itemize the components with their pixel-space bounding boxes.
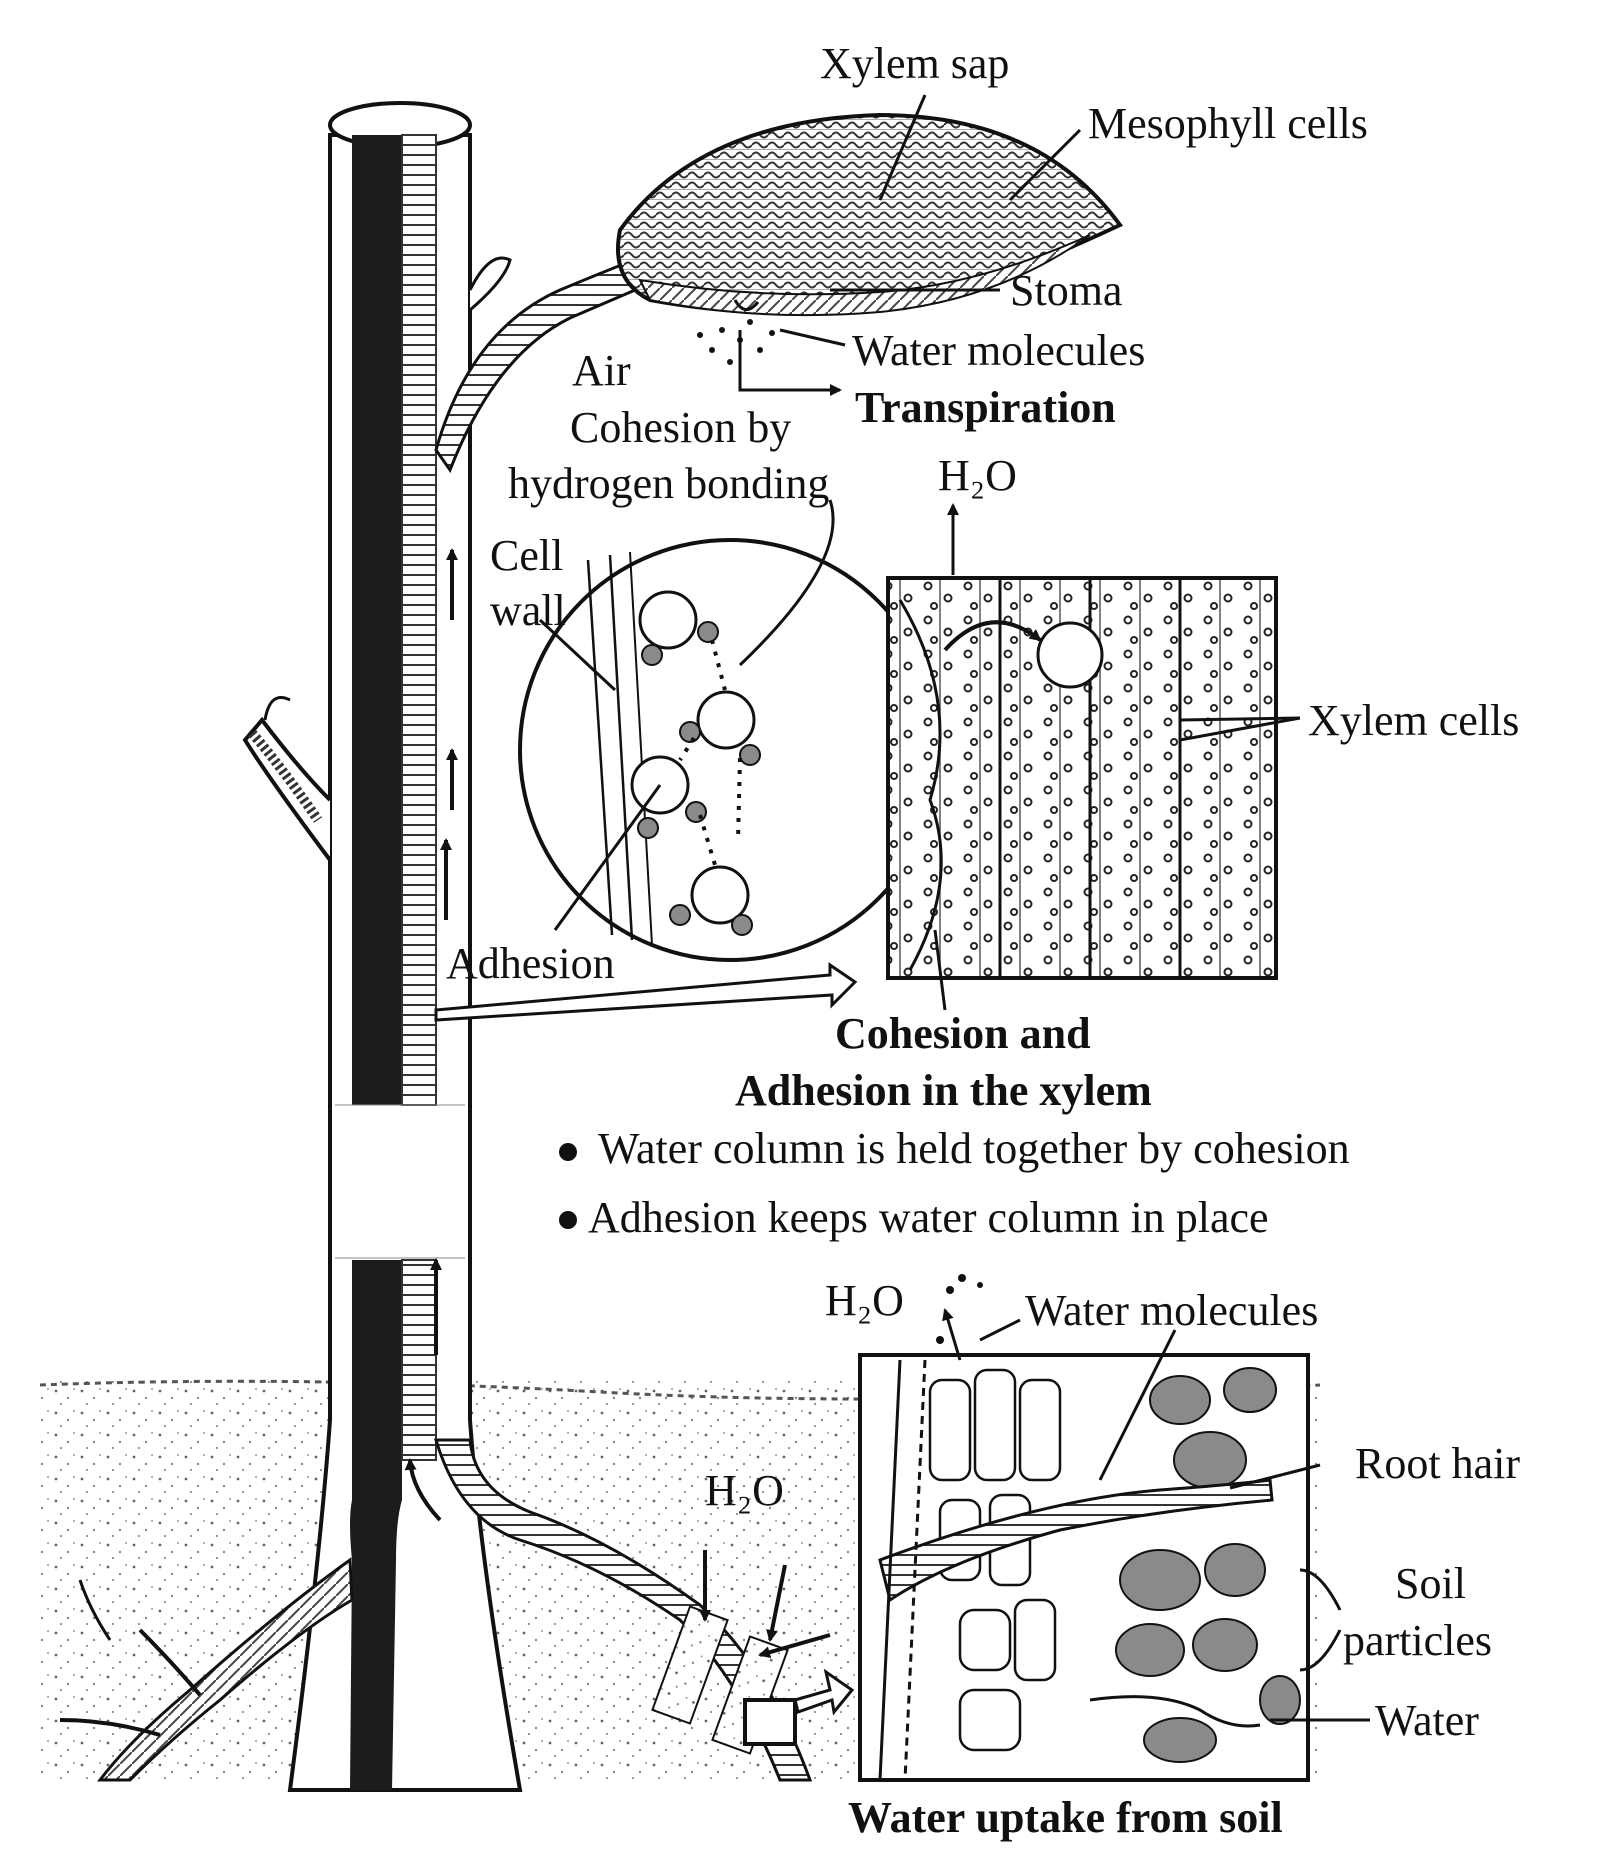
label-mesophyll-cells: Mesophyll cells: [1088, 99, 1368, 148]
xylem-core-lower: [350, 1260, 402, 1790]
label-water-molecules-top: Water molecules: [852, 326, 1145, 375]
water-molecules-leaf: [697, 319, 775, 365]
xylem-cells-box: [886, 576, 1278, 980]
label-hydrogen-bonding: hydrogen bonding: [508, 459, 829, 508]
leaf: [434, 112, 1124, 474]
label-water-molecules-bottom: Water molecules: [1025, 1286, 1318, 1335]
label-xylem-cells: Xylem cells: [1308, 696, 1519, 745]
root-inset-arrow: [793, 1668, 855, 1716]
label-adhesion-in-xylem: Adhesion in the xylem: [735, 1066, 1152, 1115]
bullet-text-2: Adhesion keeps water column in place: [588, 1193, 1269, 1242]
label-h2o-soil: H₂O: [705, 1466, 784, 1515]
label-stoma: Stoma: [1010, 266, 1122, 315]
magnify-arrow: [434, 962, 858, 1022]
xylem-core-upper: [352, 135, 402, 1105]
label-cohesion-and: Cohesion and: [835, 1009, 1091, 1058]
water-molecule: [669, 865, 753, 936]
label-wall: wall: [490, 586, 566, 635]
water-molecule: [638, 590, 719, 666]
label-soil: Soil: [1395, 1559, 1466, 1608]
label-transpiration: Transpiration: [855, 383, 1116, 432]
molecule-inset: [518, 538, 942, 962]
leader-lines: [538, 94, 1370, 1722]
transpiration-arrow: [738, 330, 842, 396]
label-h2o-top: H₂O: [938, 451, 1017, 500]
label-cohesion-by: Cohesion by: [570, 403, 791, 452]
bullet-dot: [559, 1143, 577, 1161]
label-root-hair: Root hair: [1355, 1439, 1520, 1488]
label-water: Water: [1375, 1696, 1479, 1745]
soil-water-arrows: [699, 1550, 831, 1659]
xylem-vessel-upper: [401, 134, 437, 1106]
bullet-text-1: Water column is held together by cohesio…: [598, 1124, 1350, 1173]
label-cell: Cell: [490, 531, 563, 580]
root-system: [59, 1438, 813, 1782]
label-particles: particles: [1343, 1616, 1492, 1665]
label-air: Air: [572, 346, 631, 395]
upward-flow-arrows: [404, 548, 458, 1522]
label-water-uptake: Water uptake from soil: [848, 1793, 1283, 1842]
water-molecule: [679, 690, 761, 766]
label-h2o-mid: H₂O: [825, 1276, 904, 1325]
root-hair-box: [858, 1353, 1310, 1782]
side-branch: [242, 696, 332, 862]
bullet-dot: [559, 1211, 577, 1229]
root-water-up-arrow: [942, 1308, 962, 1361]
xylem-vessel-lower: [401, 1259, 437, 1461]
root-water-dots: [936, 1274, 983, 1344]
text-labels: Xylem sap Mesophyll cells Stoma Air Wate…: [446, 39, 1520, 1842]
plant-stem: [287, 101, 523, 1792]
label-adhesion: Adhesion: [446, 939, 615, 988]
label-xylem-sap: Xylem sap: [820, 39, 1009, 88]
